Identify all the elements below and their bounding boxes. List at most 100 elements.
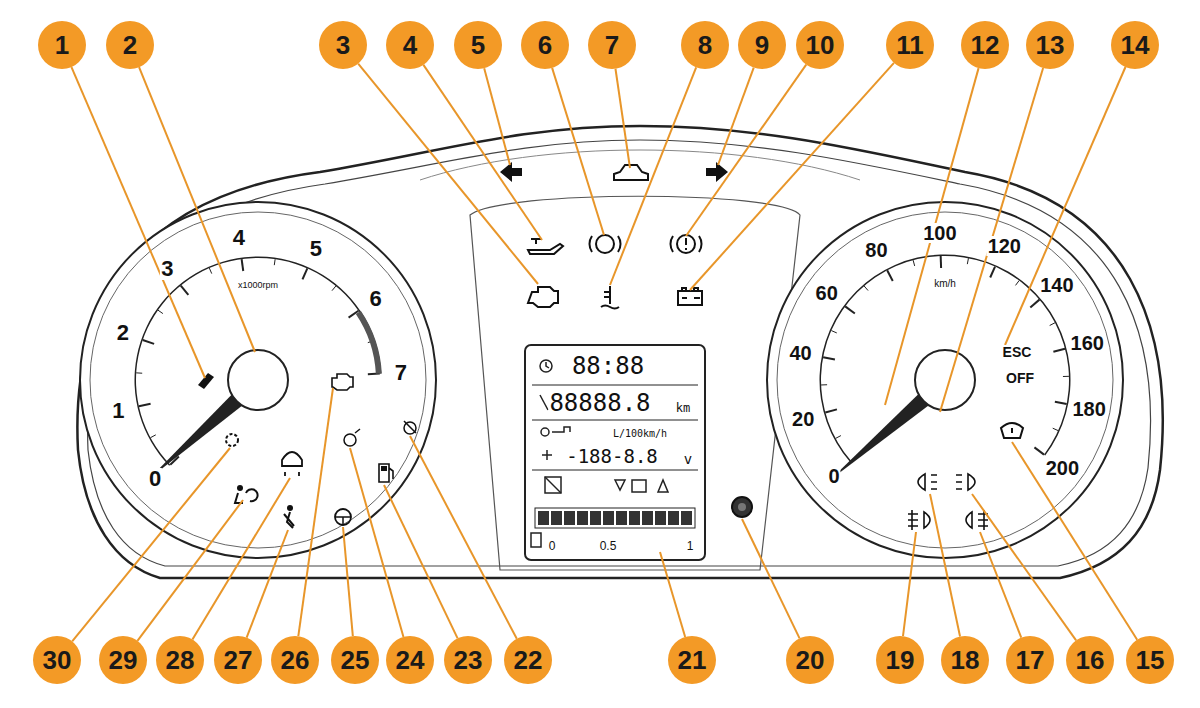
callout-label: 10	[806, 30, 835, 61]
dial-arc	[820, 255, 1071, 463]
lcd-readout: 0.5	[599, 540, 618, 552]
leader-line	[903, 532, 916, 636]
callout-label: 27	[224, 645, 253, 676]
tach-bezel	[80, 202, 436, 558]
dial-number: 3	[160, 258, 174, 280]
callout-number: 2	[106, 21, 154, 69]
dial-tick	[1053, 349, 1065, 352]
callout-label: 11	[896, 30, 924, 61]
callout-label: 22	[514, 645, 543, 676]
leader-line	[686, 65, 806, 236]
callout-label: 1	[55, 30, 69, 61]
dial-number: 6	[369, 288, 383, 310]
dial-tick	[143, 340, 154, 344]
dial-number: 0	[827, 466, 840, 486]
leader-line	[192, 478, 290, 639]
dial-number: 20	[791, 409, 815, 429]
dial-tick	[887, 270, 893, 281]
leader-line	[139, 67, 255, 352]
dial-tick	[823, 357, 835, 359]
dial-number: 200	[1045, 458, 1080, 478]
callout-number: 14	[1111, 21, 1159, 69]
callout-label: 3	[336, 30, 350, 61]
leader-line	[1005, 67, 1125, 345]
callout-label: 29	[109, 645, 138, 676]
callout-label: 15	[1136, 645, 1165, 676]
callout-label: 6	[538, 30, 552, 61]
callout-label: 5	[471, 30, 485, 61]
leader-line	[71, 67, 205, 378]
dial-tick	[1055, 402, 1067, 404]
callout-number: 19	[876, 636, 924, 684]
callout-number: 7	[588, 21, 636, 69]
callout-label: 24	[396, 645, 425, 676]
callout-number: 18	[941, 636, 989, 684]
speedo-bezel	[767, 202, 1123, 558]
indicator-text: ESC	[1002, 345, 1033, 359]
dial-tick	[274, 259, 276, 265]
leader-line	[552, 68, 604, 235]
leader-line	[384, 485, 458, 638]
dial-tick	[150, 435, 155, 438]
callout-number: 17	[1006, 636, 1054, 684]
callout-label: 18	[951, 645, 980, 676]
callout-label: 21	[678, 645, 707, 676]
dial-number: 5	[309, 238, 323, 260]
leader-line	[690, 63, 894, 290]
dial-number: 100	[922, 223, 957, 243]
lcd-display	[525, 345, 705, 560]
unit-label: km/h	[933, 279, 957, 289]
dial-tick	[209, 268, 211, 274]
speedo-hub	[915, 350, 975, 410]
leader-line	[137, 500, 243, 641]
dial-tick	[831, 331, 837, 333]
leader-line	[660, 552, 685, 637]
callout-label: 7	[605, 30, 619, 61]
callout-label: 20	[796, 645, 825, 676]
leader-line	[742, 519, 800, 638]
dial-tick	[242, 259, 244, 271]
dial-tick	[1050, 323, 1055, 326]
dial-tick	[1016, 281, 1020, 286]
dial-tick	[821, 384, 827, 385]
leader-line	[972, 494, 1076, 640]
dial-tick	[836, 436, 841, 439]
leader-line	[410, 436, 517, 639]
lcd-icons	[531, 360, 668, 547]
fuel-bargraph	[535, 508, 695, 528]
lcd-readout: 88:88	[571, 354, 645, 378]
dial-number: 4	[232, 227, 246, 249]
dial-tick	[913, 260, 915, 266]
callout-number: 16	[1066, 636, 1114, 684]
leader-line	[423, 65, 542, 240]
callout-label: 13	[1036, 30, 1065, 61]
lcd-readout: v	[683, 452, 693, 466]
dial-tick	[1053, 428, 1058, 430]
dial-tick	[864, 286, 868, 291]
callout-number: 5	[454, 21, 502, 69]
callout-number: 8	[681, 21, 729, 69]
callout-label: 8	[698, 30, 712, 61]
dial-tick	[1030, 300, 1039, 308]
callout-number: 28	[156, 636, 204, 684]
callout-label: 17	[1016, 645, 1045, 676]
callout-number: 15	[1126, 636, 1174, 684]
dial-tick	[845, 306, 855, 313]
callout-number: 23	[444, 636, 492, 684]
dial-number: 2	[116, 322, 130, 344]
lcd-divider	[532, 420, 698, 421]
unit-label: x1000rpm	[237, 281, 279, 290]
callout-number: 12	[961, 21, 1009, 69]
lcd-divider	[532, 470, 698, 471]
callout-number: 22	[504, 636, 552, 684]
center-panel	[470, 196, 800, 570]
callout-number: 29	[99, 636, 147, 684]
dial-number: 40	[788, 343, 812, 363]
dial-tick	[990, 267, 995, 278]
callout-label: 28	[166, 645, 195, 676]
callout-label: 14	[1121, 30, 1150, 61]
leader-line	[72, 448, 230, 641]
callout-number: 26	[271, 636, 319, 684]
leader-line	[350, 448, 403, 637]
callout-label: 9	[755, 30, 769, 61]
